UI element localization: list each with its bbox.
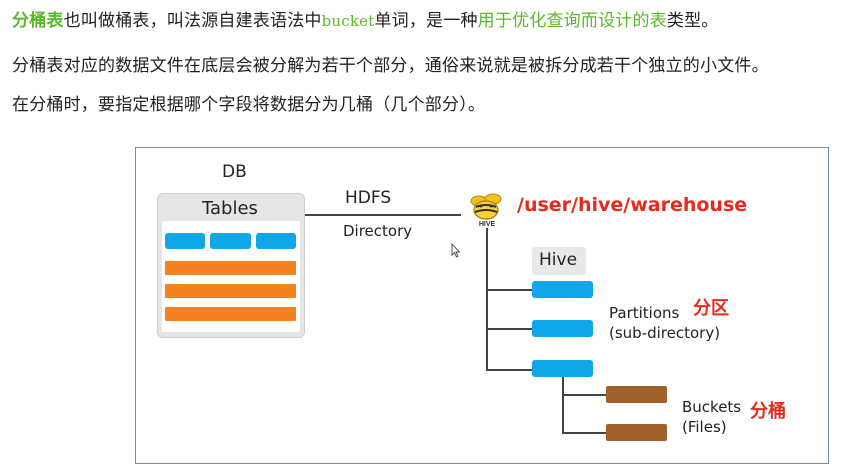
intro-highlight: 用于优化查询而设计的表 [477,11,667,31]
warehouse-path: /user/hive/warehouse [517,194,748,216]
table-column-cell [165,233,205,249]
hive-logo-text: HIVE [479,221,496,228]
intro-text-3: 类型。 [666,11,719,31]
intro-keyword: bucket [321,12,375,30]
buckets-label: Buckets [682,398,742,416]
bucket-branch-line [562,432,606,434]
intro-line-3: 在分桶时，要指定根据哪个字段将数据分为几桶（几个部分）。 [12,95,486,115]
table-row-bar [165,261,296,275]
partition-bar [532,320,593,337]
bucket-trunk-line [562,377,564,433]
db-label: DB [222,162,247,182]
intro-term: 分桶表 [12,11,64,31]
bucket-branch-line [562,394,606,396]
tree-branch-line [486,369,532,371]
subdirectory-label: (sub-directory) [609,324,721,342]
table-row-bar [165,307,296,321]
intro-text-2: 单词，是一种 [374,11,478,31]
tree-branch-line [486,328,532,330]
partition-bar [532,360,593,377]
intro-text-1: 也叫做桶表，叫法源自建表语法中 [63,11,322,31]
hive-label-box [532,247,586,275]
table-column-cell [210,233,251,249]
directory-label: Directory [343,222,413,240]
partitions-cn-label: 分区 [693,298,729,319]
mouse-cursor-icon [451,243,461,258]
files-label: (Files) [682,418,727,436]
table-row-bar [165,284,296,298]
partition-bar [532,281,593,298]
hive-bee-logo-icon: HIVE [470,193,502,228]
bucket-bar [606,386,667,403]
hdfs-label: HDFS [345,188,392,208]
hdfs-connector-line [305,214,461,216]
hive-label: Hive [539,250,578,270]
bucket-bar [606,424,667,441]
table-column-cell [256,233,296,249]
buckets-cn-label: 分桶 [750,401,786,422]
tree-branch-line [486,289,532,291]
tree-trunk-line [486,228,488,371]
partitions-label: Partitions [609,304,680,322]
intro-line-2: 分桶表对应的数据文件在底层会被分解为若干个部分，通俗来说就是被拆分成若干个独立的… [12,56,769,76]
intro-line-1: 分桶表也叫做桶表，叫法源自建表语法中bucket单词，是一种用于优化查询而设计的… [12,9,718,33]
tables-title: Tables [202,198,258,219]
